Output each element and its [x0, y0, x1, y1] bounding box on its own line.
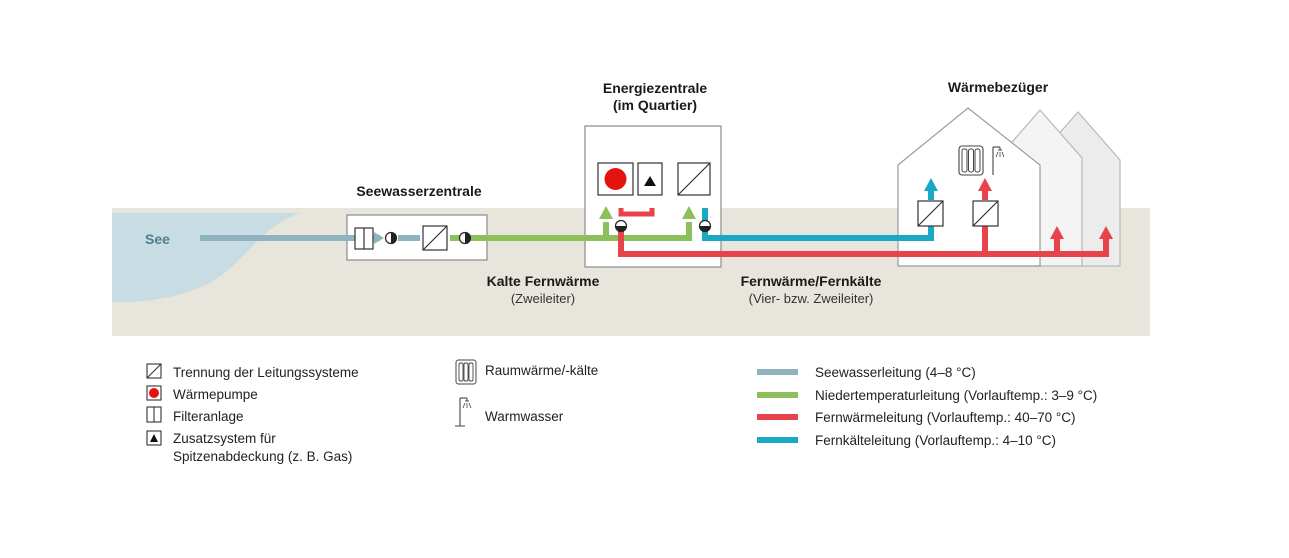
- legend-line-label: Niedertemperaturleitung (Vorlauftemp.: 3…: [815, 388, 1097, 403]
- district-heating-pipe: [618, 226, 1109, 257]
- separation-icon: [146, 363, 162, 379]
- pump-icon: [458, 231, 472, 245]
- radiator-icon: [455, 359, 477, 385]
- radiator-icon: [958, 145, 984, 176]
- legend-symbol-label: Zusatzsystem für: [173, 431, 276, 446]
- legend-symbols-2: Raumwärme/-kälte Warmwasser: [455, 359, 598, 427]
- district-heating-arrow-2: [1050, 226, 1064, 239]
- heat-pump-icon: [146, 385, 162, 401]
- heat-pump-icon: [597, 162, 634, 196]
- legend-symbol-label: Wärmepumpe: [173, 387, 258, 402]
- legend-symbol-label: Filteranlage: [173, 409, 244, 424]
- district-heating-arrow-3: [1099, 226, 1113, 239]
- district-heating-arrow-1: [978, 178, 992, 191]
- pump-icon: [698, 219, 712, 233]
- legend-line-label: Seewasserleitung (4–8 °C): [815, 365, 976, 380]
- hot-water-tap-icon: [455, 397, 472, 427]
- seawater-station-title: Seewasserzentrale: [356, 183, 482, 199]
- legend-symbol-label: Warmwasser: [485, 409, 564, 424]
- legend-line-label: Fernkälteleitung (Vorlauftemp.: 4–10 °C): [815, 433, 1056, 448]
- separation-icon: [677, 162, 711, 196]
- energy-center-box: [584, 125, 722, 268]
- district-cooling-arrow: [924, 178, 938, 191]
- filter-icon: [354, 227, 374, 250]
- hot-water-tap-icon: [992, 146, 1005, 175]
- district-heating-cooling-label: Fernwärme/Fernkälte: [741, 273, 882, 289]
- separation-icon: [422, 225, 448, 251]
- legend-symbol-label: Raumwärme/-kälte: [485, 363, 598, 378]
- legend-symbols: Trennung der Leitungssysteme Wärmepumpe …: [146, 363, 359, 464]
- separation-icon: [917, 200, 944, 227]
- filter-icon: [146, 406, 162, 423]
- energy-center-title-line2: (im Quartier): [613, 97, 697, 113]
- lake-label: See: [145, 231, 170, 247]
- legend-line-label: Fernwärmeleitung (Vorlauftemp.: 40–70 °C…: [815, 410, 1076, 425]
- house-front: [897, 107, 1041, 267]
- heat-consumers-title: Wärmebezüger: [948, 79, 1049, 95]
- district-heating-cooling-sublabel: (Vier- bzw. Zweileiter): [749, 291, 874, 306]
- low-temp-arrow-2: [682, 206, 696, 219]
- auxiliary-system-icon: [146, 430, 162, 446]
- auxiliary-system-icon: [637, 162, 663, 196]
- cold-district-heating-label: Kalte Fernwärme: [487, 273, 600, 289]
- legend-symbol-label: Trennung der Leitungssysteme: [173, 365, 359, 380]
- separation-icon: [972, 200, 999, 227]
- heating-pipe-center: [618, 208, 655, 217]
- energy-center-title-line1: Energiezentrale: [603, 80, 707, 96]
- low-temp-arrow-1: [599, 206, 613, 219]
- cold-district-heating-sublabel: (Zweileiter): [511, 291, 575, 306]
- pump-icon: [384, 231, 398, 245]
- legend-symbol-label-cont: Spitzenabdeckung (z. B. Gas): [173, 449, 352, 464]
- legend-lines: Seewasserleitung (4–8 °C) Niedertemperat…: [757, 365, 1097, 448]
- pump-icon: [614, 219, 628, 233]
- seawater-pipe-arrow: [374, 232, 384, 244]
